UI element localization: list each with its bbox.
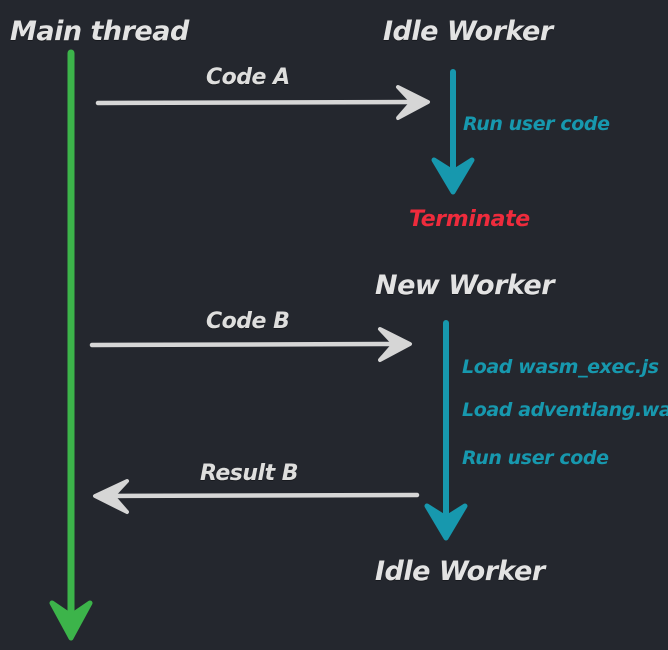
- participant-label-main-thread: Main thread: [10, 16, 189, 47]
- participant-label-new-worker: New Worker: [375, 270, 555, 301]
- message-label-result-b: Result B: [200, 461, 299, 486]
- participant-label-idle-worker-bottom: Idle Worker: [375, 556, 545, 587]
- idle-worker-top-lifeline: [431, 69, 475, 195]
- participant-label-idle-worker-top: Idle Worker: [383, 16, 553, 47]
- message-label-code-b: Code B: [206, 309, 290, 334]
- terminate-label: Terminate: [409, 207, 530, 232]
- message-label-code-a: Code A: [206, 65, 290, 90]
- message-arrow-code-b: [89, 327, 412, 362]
- main-thread-lifeline: [49, 49, 93, 641]
- note-load-adventlang-wasm: Load adventlang.wasm: [462, 399, 668, 421]
- new-worker-lifeline: [424, 320, 468, 541]
- note-run-user-code-first: Run user code: [463, 113, 610, 135]
- note-run-user-code-second: Run user code: [462, 447, 609, 469]
- message-arrow-code-a: [95, 85, 430, 120]
- message-arrow-result-b: [93, 479, 420, 514]
- note-load-wasm-exec: Load wasm_exec.js: [462, 356, 659, 378]
